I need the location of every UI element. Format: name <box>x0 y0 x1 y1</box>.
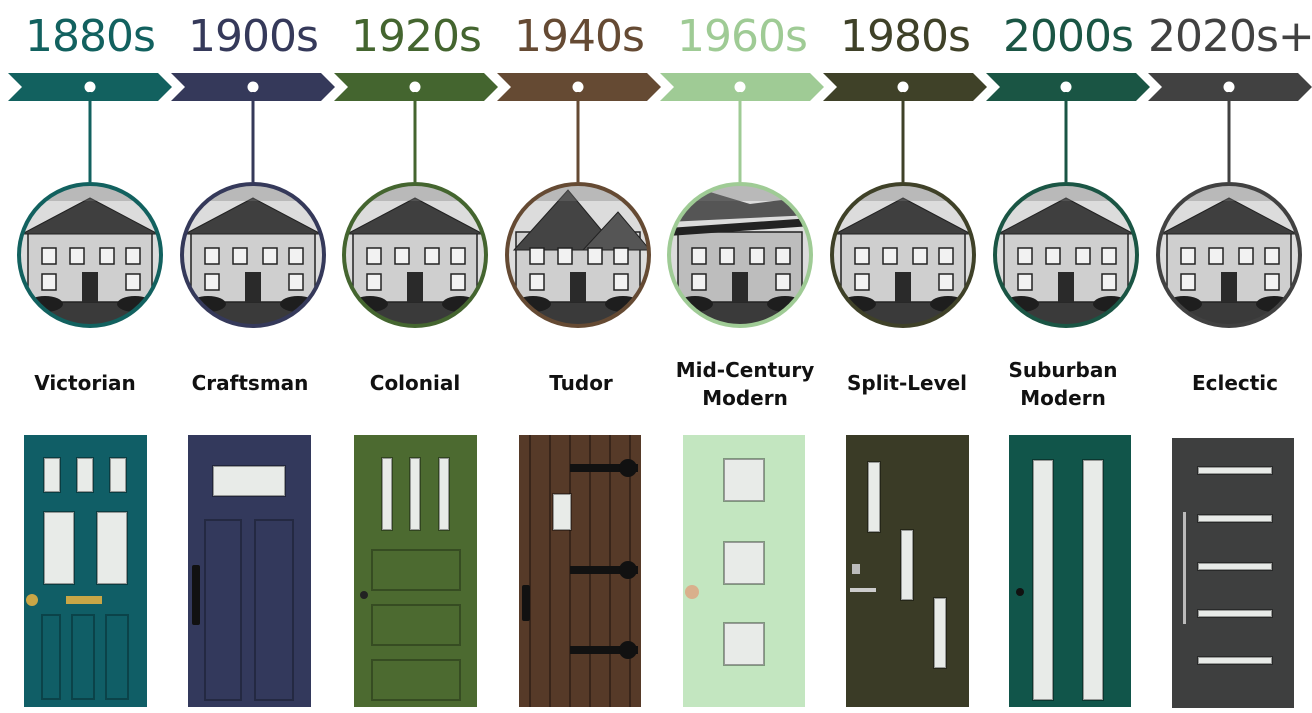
style-label-craftsman: Craftsman <box>191 371 309 395</box>
door-colonial <box>354 435 477 707</box>
decade-label-1960s: 1960s <box>677 11 808 62</box>
decade-label-1920s: 1920s <box>351 11 482 62</box>
timeline-node-victorian <box>84 81 96 93</box>
style-label-tudor: Tudor <box>549 371 613 395</box>
style-label-suburban-modern: Suburban Modern <box>1008 358 1118 410</box>
door-split-level <box>846 435 969 707</box>
decade-label-1940s: 1940s <box>514 11 645 62</box>
door-tudor <box>519 435 641 707</box>
door-eclectic <box>1172 438 1294 708</box>
decade-label-1900s: 1900s <box>188 11 319 62</box>
colonial-house-photo <box>342 182 488 328</box>
timeline-node-tudor <box>572 81 584 93</box>
timeline-node-mid-century-modern <box>734 81 746 93</box>
decade-label-2020s: 2020s+ <box>1148 11 1312 62</box>
style-label-victorian: Victorian <box>34 371 136 395</box>
timeline-node-eclectic <box>1223 81 1235 93</box>
decade-label-2000s: 2000s <box>1003 11 1134 62</box>
timeline-node-suburban-modern <box>1060 81 1072 93</box>
timeline-node-craftsman <box>247 81 259 93</box>
eclectic-house-photo <box>1156 182 1302 328</box>
craftsman-house-photo <box>180 182 326 328</box>
decade-label-1880s: 1880s <box>25 11 156 62</box>
style-label-colonial: Colonial <box>369 371 461 395</box>
style-label-eclectic: Eclectic <box>1191 371 1279 395</box>
tudor-house-photo <box>505 182 651 328</box>
suburban-house-photo <box>993 182 1139 328</box>
victorian-house-photo <box>17 182 163 328</box>
door-craftsman <box>188 435 311 707</box>
style-label-mid-century-modern: Mid-Century Modern <box>675 358 815 410</box>
door-suburban-modern <box>1009 435 1131 707</box>
style-label-split-level: Split-Level <box>846 371 968 395</box>
mid-century-house-photo <box>667 182 813 328</box>
timeline-node-split-level <box>897 81 909 93</box>
split-level-house-photo <box>830 182 976 328</box>
timeline-node-colonial <box>409 81 421 93</box>
door-mid-century-modern <box>683 435 805 707</box>
door-victorian <box>24 435 147 707</box>
decade-label-1980s: 1980s <box>840 11 971 62</box>
